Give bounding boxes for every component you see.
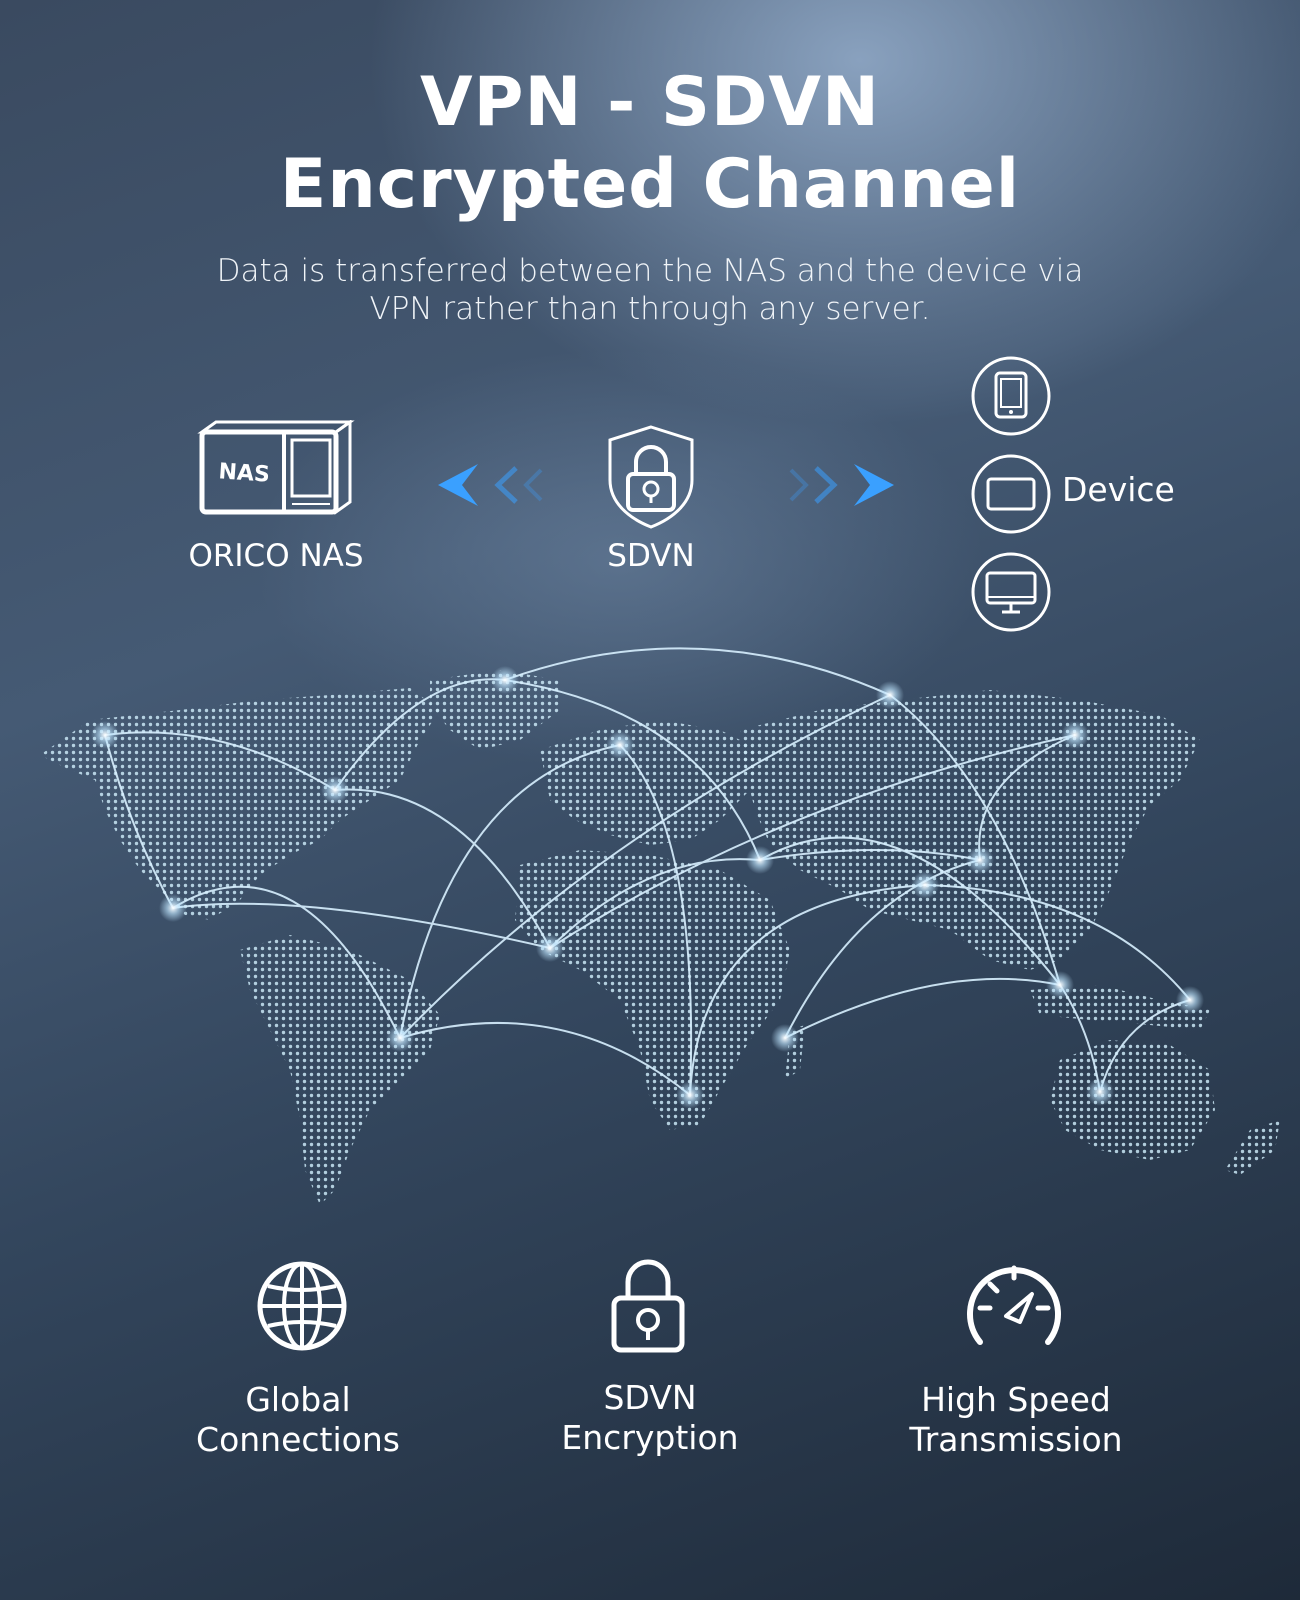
monitor-icon [970, 551, 1052, 633]
world-map-network [40, 647, 1280, 1205]
device-label: Device [1062, 470, 1175, 509]
globe-icon [256, 1260, 348, 1352]
feature-label-line-1: Global [245, 1380, 351, 1419]
feature-global-connections: Global Connections [148, 1380, 448, 1460]
north-america-landmass [40, 688, 440, 920]
speedometer-icon [966, 1262, 1062, 1348]
page-subtitle: Data is transferred between the NAS and … [150, 252, 1150, 328]
feature-label-line-2: Transmission [909, 1420, 1123, 1459]
feature-label-line-2: Encryption [561, 1418, 739, 1457]
nas-label: ORICO NAS [188, 538, 364, 574]
title-line-2: Encrypted Channel [279, 145, 1021, 224]
greenland-landmass [430, 670, 560, 750]
australia-landmass [1050, 1040, 1215, 1160]
laptop-icon [970, 453, 1052, 535]
sdvn-label: SDVN [607, 538, 695, 574]
islands-landmass [1030, 985, 1210, 1030]
left-arrows-icon [436, 460, 546, 510]
feature-label-line-2: Connections [196, 1420, 400, 1459]
continents [40, 670, 1280, 1205]
subtitle-line-2: VPN rather than through any server. [369, 291, 931, 327]
asia-landmass [740, 690, 1200, 970]
south-america-landmass [240, 935, 440, 1205]
africa-landmass [515, 850, 790, 1130]
tablet-icon [970, 355, 1052, 437]
new-zealand-landmass [1225, 1120, 1280, 1175]
feature-label-line-1: High Speed [921, 1380, 1111, 1419]
title-line-1: VPN - SDVN [420, 63, 880, 142]
network-arcs [104, 647, 1191, 1096]
page-title: VPN - SDVN Encrypted Channel [0, 62, 1300, 226]
right-arrows-icon [786, 460, 896, 510]
feature-label-line-1: SDVN [603, 1378, 697, 1417]
network-nodes [91, 666, 1204, 1109]
nas-box-icon: NAS [196, 419, 356, 520]
shield-lock-icon [606, 424, 696, 530]
feature-sdvn-encryption: SDVN Encryption [500, 1378, 800, 1458]
feature-high-speed-transmission: High Speed Transmission [866, 1380, 1166, 1460]
padlock-icon [610, 1258, 686, 1354]
nas-badge-text: NAS [218, 459, 271, 488]
subtitle-line-1: Data is transferred between the NAS and … [216, 253, 1084, 289]
europe-landmass [540, 720, 760, 845]
